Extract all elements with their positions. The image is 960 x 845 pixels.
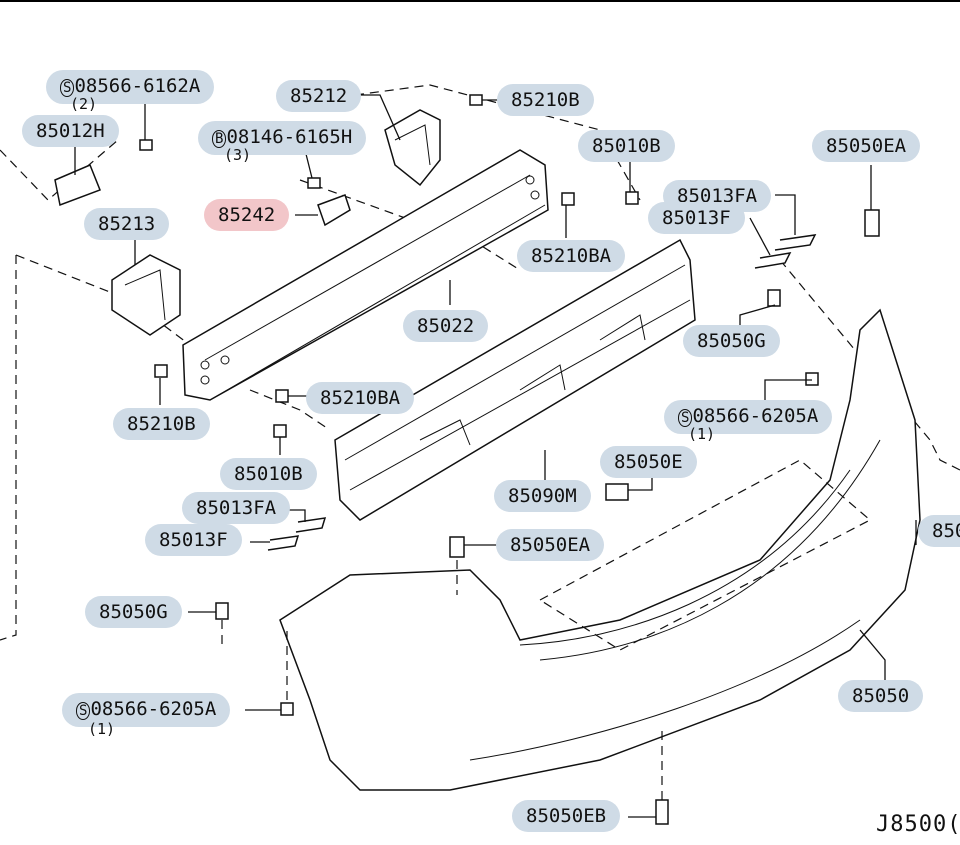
part-label-85050[interactable]: 85050: [838, 680, 924, 712]
part-label-85213[interactable]: 85213: [84, 208, 170, 240]
leader-08566-6205A-right: [764, 379, 812, 400]
tape-85013FA: [774, 234, 817, 251]
part-label-85210B-top[interactable]: 85210B: [497, 84, 594, 116]
leader-85013FA-top: [775, 194, 796, 235]
part-label-85050G-top[interactable]: 85050G: [683, 325, 780, 357]
part-label-85013F-top[interactable]: 85013F: [648, 202, 745, 234]
bumper-fascia-85050: [279, 308, 921, 791]
frame-dash-top: [354, 84, 641, 201]
qty-08566-6205A-left: (1): [88, 720, 116, 738]
clip-85012H: [54, 164, 101, 207]
reinforcement-bar: [182, 149, 549, 401]
part-label-85210BA-top[interactable]: 85210BA: [517, 240, 626, 272]
frame-dash-left: [0, 139, 119, 201]
qty-08566-6205A-right: (1): [688, 425, 716, 443]
part-label-85050EA-mid[interactable]: 85050EA: [496, 529, 605, 561]
leader-85212: [355, 94, 401, 141]
part-label-85050EB[interactable]: 85050EB: [512, 800, 621, 832]
part-label-85050G-left[interactable]: 85050G: [85, 596, 182, 628]
bolt-icon: [139, 94, 880, 825]
part-label-85013FA-left[interactable]: 85013FA: [182, 492, 291, 524]
part-label-85012H[interactable]: 85012H: [22, 115, 119, 147]
bracket-85213: [111, 254, 181, 336]
part-label-85022[interactable]: 85022: [403, 310, 489, 342]
tape-85013FA-left: [295, 517, 327, 533]
top-frame-line: [0, 0, 960, 2]
bar-hole: [525, 175, 535, 185]
frame-dash-vertical: [0, 255, 17, 641]
absorber-85090M: [334, 238, 696, 521]
part-label-85090M[interactable]: 85090M: [494, 480, 591, 512]
bar-hole: [530, 190, 540, 200]
leader-85013F-top: [749, 217, 771, 256]
bar-hole: [220, 355, 230, 365]
part-label-850-edge[interactable]: 850: [918, 515, 960, 547]
part-label-85010B-top[interactable]: 85010B: [578, 130, 675, 162]
tape-85013F: [754, 252, 792, 269]
qty-08566-6162A: (2): [70, 95, 98, 113]
frame-dash-mid2: [299, 179, 521, 271]
bar-hole: [200, 375, 210, 385]
leader-85050E: [628, 475, 653, 491]
leader-85050: [859, 629, 886, 680]
part-label-85210BA-mid[interactable]: 85210BA: [306, 382, 415, 414]
frame-dash-mid1: [249, 389, 331, 431]
reinforcement-bar-edge2: [209, 204, 546, 401]
part-label-85050EA-top[interactable]: 85050EA: [812, 130, 921, 162]
part-label-85050E[interactable]: 85050E: [600, 446, 697, 478]
bracket-85212: [384, 109, 441, 187]
part-label-85242[interactable]: 85242: [204, 199, 290, 231]
frame-dash-right: [779, 259, 960, 471]
tape-85013F-left: [267, 535, 300, 551]
bar-hole: [200, 360, 210, 370]
bracket-85242: [317, 194, 351, 227]
part-label-85212[interactable]: 85212: [276, 80, 362, 112]
part-label-85010B-mid[interactable]: 85010B: [220, 458, 317, 490]
reinforcement-bar-edge: [204, 174, 531, 361]
part-label-85013F-left[interactable]: 85013F: [145, 524, 242, 556]
drawing-code: J8500(: [876, 812, 960, 837]
part-label-85210B-left[interactable]: 85210B: [113, 408, 210, 440]
qty-08146-6165H: (3): [224, 146, 252, 164]
leader-85013FA-left: [287, 509, 306, 522]
